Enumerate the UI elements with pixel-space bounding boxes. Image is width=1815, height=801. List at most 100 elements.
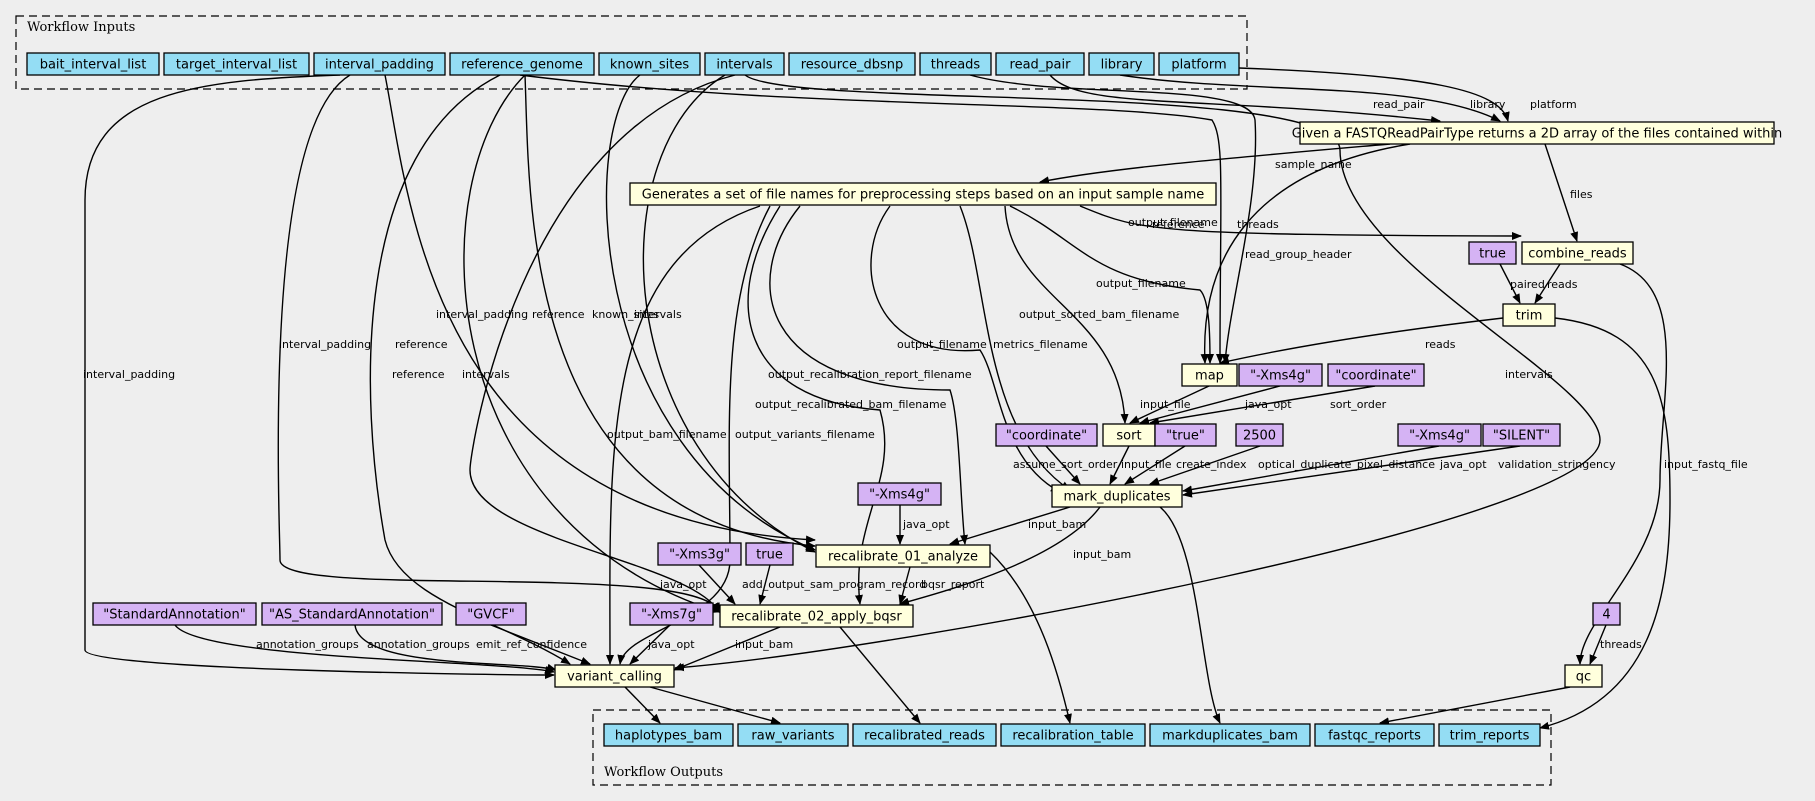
node-box (788, 52, 916, 76)
node-box (1327, 363, 1425, 387)
node-box (1158, 52, 1240, 76)
edge-label-ref-vc: reference (392, 368, 445, 381)
node-v-qc-threads: 4 (1592, 602, 1621, 626)
edge-java-sort (1139, 385, 1281, 425)
edge-ref-r2 (463, 74, 720, 614)
node-intervals: intervals (704, 52, 785, 76)
node-label: bait_interval_list (40, 58, 147, 73)
node-label: variant_calling (567, 670, 662, 685)
node-haplotypes-bam: haplotypes_bam (603, 723, 734, 747)
edge-label-ref-map: reference (1152, 218, 1205, 231)
node-recalibrate-01: recalibrate_01_analyze (815, 544, 991, 568)
node-label: threads (931, 58, 981, 73)
node-box (261, 602, 443, 626)
node-known-sites: known_sites (598, 52, 701, 76)
node-box (1468, 241, 1517, 265)
edge-label-java-r2: java_opt (659, 578, 707, 591)
node-box (1238, 363, 1323, 387)
node-combine-reads: combine_reads (1521, 241, 1634, 265)
node-box (1397, 423, 1482, 447)
node-box (737, 723, 849, 747)
edge-label-paired: paired (1510, 278, 1545, 291)
node-label: trim (1516, 309, 1543, 324)
node-fastq-files: Given a FASTQReadPairType returns a 2D a… (1292, 121, 1782, 145)
node-box (657, 542, 742, 566)
node-qc: qc (1564, 664, 1603, 688)
edge-label-java-md: java_opt (1439, 458, 1487, 471)
edge-in-bam-r2 (899, 506, 1101, 606)
edge-label-create-index: create_index (1176, 458, 1247, 471)
node-label: true (756, 548, 783, 563)
edge-label-pixel: optical_duplicate_pixel_distance (1258, 458, 1435, 471)
edge-assume-sort (1045, 445, 1081, 485)
node-label: "true" (1166, 429, 1205, 444)
node-label: haplotypes_bam (615, 729, 722, 744)
node-label: "coordinate" (1335, 369, 1416, 384)
edge-annot-2 (354, 624, 557, 672)
edge-label-ks-r1: known_sites (592, 308, 659, 321)
edge-label-in-file-md: input_file (1121, 458, 1172, 471)
edge-label-read-group-header: read_group_header (1245, 248, 1352, 261)
edge-ref-map (519, 74, 1225, 364)
node-label: recalibrated_reads (864, 729, 985, 744)
node-read-pair: read_pair (995, 52, 1085, 76)
edge-label-sorted-bam-fn: output_sorted_bam_filename (1019, 308, 1179, 321)
node-label: "-Xms3g" (669, 548, 730, 563)
node-box (745, 542, 794, 566)
node-box (163, 52, 310, 76)
node-map: map (1181, 363, 1238, 387)
node-label: read_pair (1010, 58, 1072, 73)
edge-label-in-bam-r2: input_bam (1073, 548, 1131, 561)
node-box (1502, 303, 1556, 327)
workflow-outputs-cluster (592, 709, 1552, 786)
node-box (995, 52, 1085, 76)
node-box (603, 723, 734, 747)
node-threads: threads (919, 52, 992, 76)
node-label: "coordinate" (1006, 429, 1087, 444)
edge-label-out-fn-map: output_filename (1096, 277, 1186, 290)
node-trim-reports: trim_reports (1438, 723, 1541, 747)
edge-read-group-header (1200, 143, 1411, 364)
node-v-md-sort: "coordinate" (995, 423, 1098, 447)
edge-label-sort-order: sort_order (1330, 398, 1387, 411)
workflow-inputs-title: Workflow Inputs (27, 20, 135, 35)
node-v-vc-as: "AS_StandardAnnotation" (261, 602, 443, 626)
edge-label-in-bam-vc: input_bam (735, 638, 793, 651)
node-box (1051, 484, 1183, 508)
node-mark-duplicates: mark_duplicates (1051, 484, 1183, 508)
node-label: qc (1576, 670, 1591, 685)
edge-out-var-fn (617, 205, 771, 665)
node-label: "-Xms7g" (641, 608, 702, 623)
node-variant-calling: variant_calling (554, 664, 675, 688)
node-label: recalibrate_02_apply_bqsr (731, 610, 902, 625)
node-label: true (1479, 247, 1506, 262)
edge-int-r1 (642, 74, 816, 553)
edge-bqsr-report (898, 566, 911, 605)
node-box (1438, 723, 1541, 747)
edge-java-r2 (698, 564, 736, 605)
node-file-names: Generates a set of file names for prepro… (629, 182, 1217, 206)
edge-recal-bam-fn (747, 205, 886, 605)
edge-platform (1238, 67, 1510, 122)
edge-qc-fastqc (1379, 686, 1571, 726)
edge-label-add-pg: add_output_sam_program_record (742, 578, 926, 591)
node-box (815, 544, 991, 568)
edge-label-library: library (1470, 98, 1506, 111)
edge-files (1544, 143, 1578, 242)
node-box (1149, 723, 1311, 747)
node-raw-variants: raw_variants (737, 723, 849, 747)
edge-label-ip-vc: interval_padding (83, 368, 175, 381)
edge-threads-map (969, 74, 1257, 364)
node-sort: sort (1102, 423, 1156, 447)
node-label: raw_variants (751, 729, 834, 744)
edge-intervals-vc (674, 74, 1601, 672)
edge-label-annot-1: annotation_groups (256, 638, 359, 651)
edge-create-index (1124, 445, 1186, 485)
edge-label-threads-qc: threads (1600, 638, 1642, 651)
edge-label-ip-r2: interval_padding (279, 338, 371, 351)
edge-out-fn-map (1009, 205, 1214, 364)
edge-label-read-pair: read_pair (1373, 98, 1425, 111)
workflow-outputs-title: Workflow Outputs (604, 765, 723, 780)
